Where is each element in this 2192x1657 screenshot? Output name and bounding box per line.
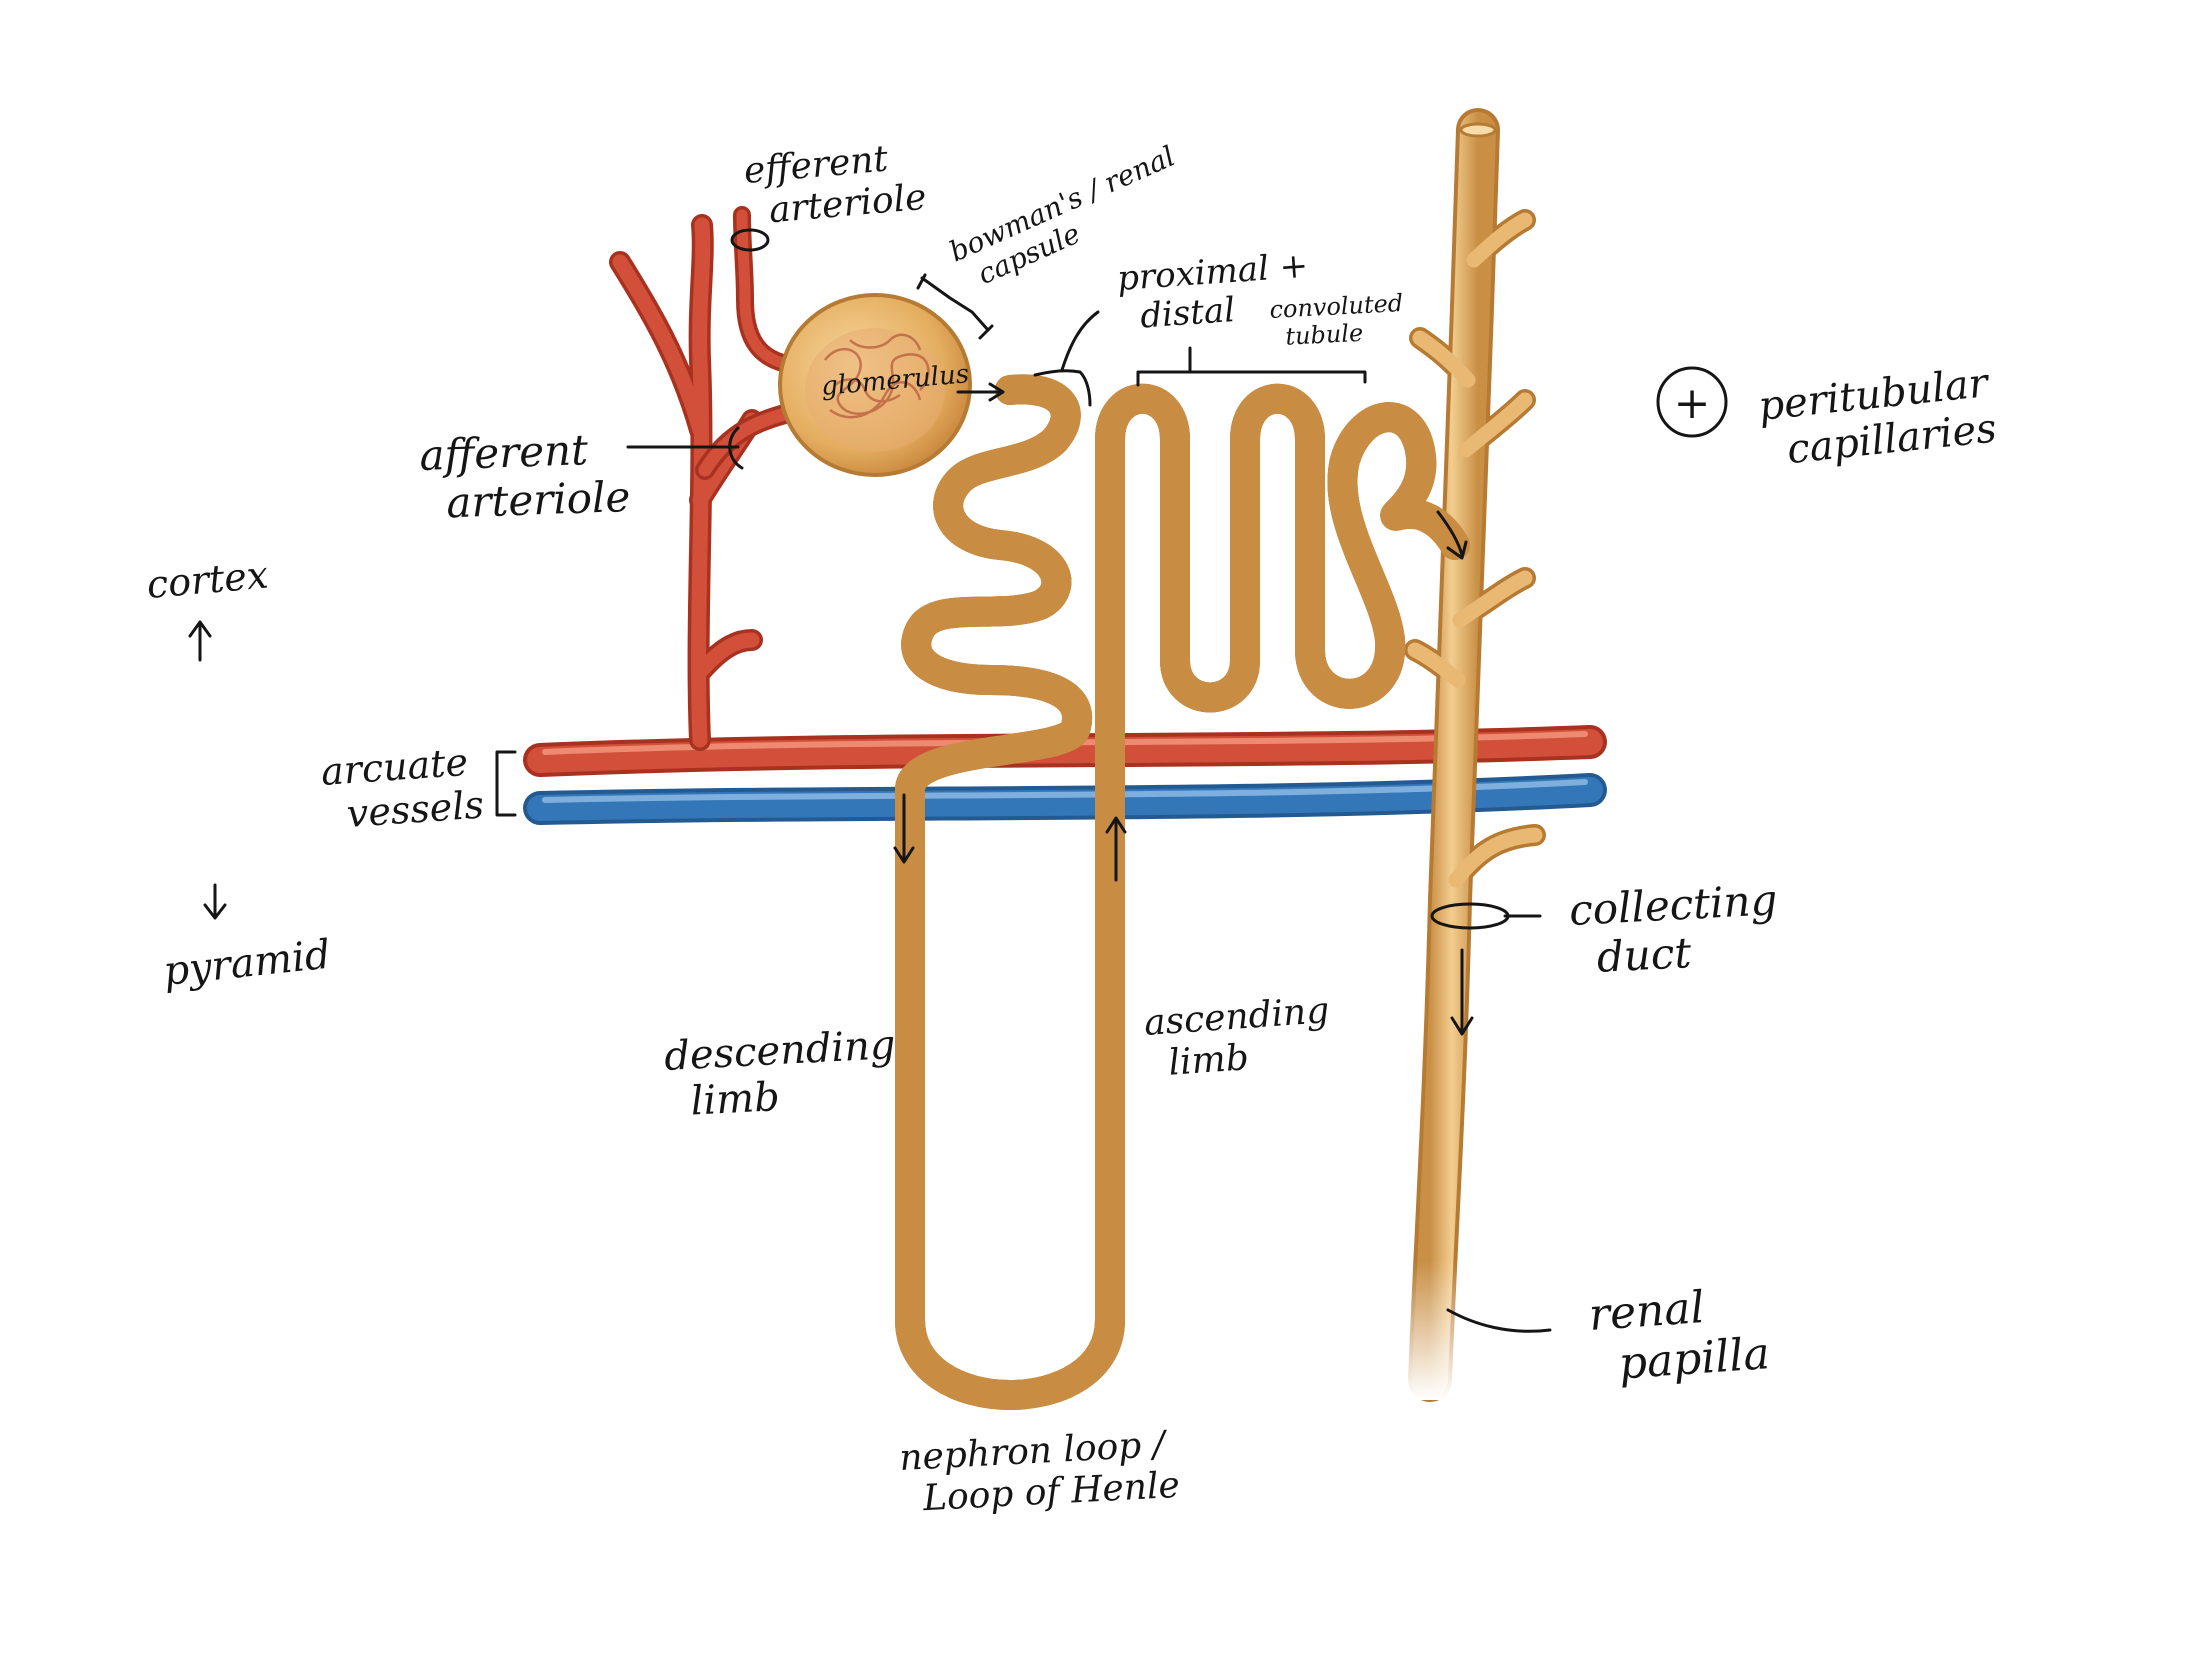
label-ascending-limb: ascendinglimb	[1143, 990, 1334, 1085]
label-line: papilla	[1617, 1328, 1771, 1389]
label-descending-limb: descendinglimb	[663, 1022, 899, 1126]
plus-circle	[1656, 366, 1728, 438]
label-line: limb	[1167, 1037, 1250, 1083]
label-line: duct	[1596, 928, 1693, 982]
arcuate-bracket	[495, 750, 517, 817]
label-line: descending	[663, 1022, 896, 1080]
label-renal-papilla: renalpapilla	[1587, 1278, 1771, 1392]
descending-arrow	[893, 793, 915, 864]
label-line: tubule	[1285, 319, 1364, 351]
label-peritubular-capillaries: peritubularcapillaries	[1756, 360, 1999, 476]
label-line: collecting	[1568, 875, 1779, 935]
label-afferent-arteriole: afferentarteriole	[419, 424, 631, 529]
label-efferent-arteriole: efferentarteriole	[742, 135, 928, 233]
efferent-marker	[730, 228, 770, 252]
renal-papilla-pointer	[1446, 1308, 1552, 1333]
label-collecting-duct: collectingduct	[1568, 875, 1781, 983]
collecting-duct-marker	[1430, 902, 1542, 930]
proximal-pointer	[1033, 310, 1100, 407]
label-line: arteriole	[446, 472, 632, 527]
label-line: vessels	[345, 783, 485, 836]
label-line: convoluted	[1269, 289, 1404, 324]
efferent-arteriole-vessel	[733, 206, 801, 374]
collecting-duct-arrow	[1450, 948, 1474, 1036]
label-line: renal	[1587, 1282, 1706, 1341]
glomerulus-arrow	[956, 382, 1005, 402]
interlobular-artery	[609, 214, 763, 751]
afferent-pointer	[626, 426, 744, 470]
label-line: ascending	[1143, 990, 1331, 1044]
collecting-duct-vessel	[1380, 108, 1546, 1402]
cortex-arrow	[188, 620, 212, 662]
label-line: afferent	[419, 425, 589, 480]
ascending-arrow	[1105, 816, 1127, 882]
label-arcuate-vessels: arcuatevessels	[320, 739, 486, 838]
convoluted-bracket	[1136, 346, 1367, 387]
nephron-tubule	[895, 389, 1470, 1395]
label-line: arcuate	[320, 740, 470, 794]
label-line: distal	[1139, 290, 1236, 337]
bowmans-capsule-shape	[778, 293, 972, 477]
label-pyramid: pyramid	[161, 932, 332, 995]
label-convoluted-tubule: convolutedtubule	[1269, 289, 1405, 352]
label-line: limb	[689, 1074, 780, 1125]
label-proximal-distal: proximal +distal	[1116, 246, 1312, 338]
pyramid-arrow	[203, 883, 227, 920]
label-nephron-loop: nephron loop /Loop of Henle	[898, 1423, 1180, 1520]
dct-arrow	[1436, 510, 1468, 560]
bowmans-bracket	[916, 273, 994, 340]
label-plus-symbol: +	[1674, 378, 1711, 429]
label-cortex: cortex	[145, 553, 270, 607]
